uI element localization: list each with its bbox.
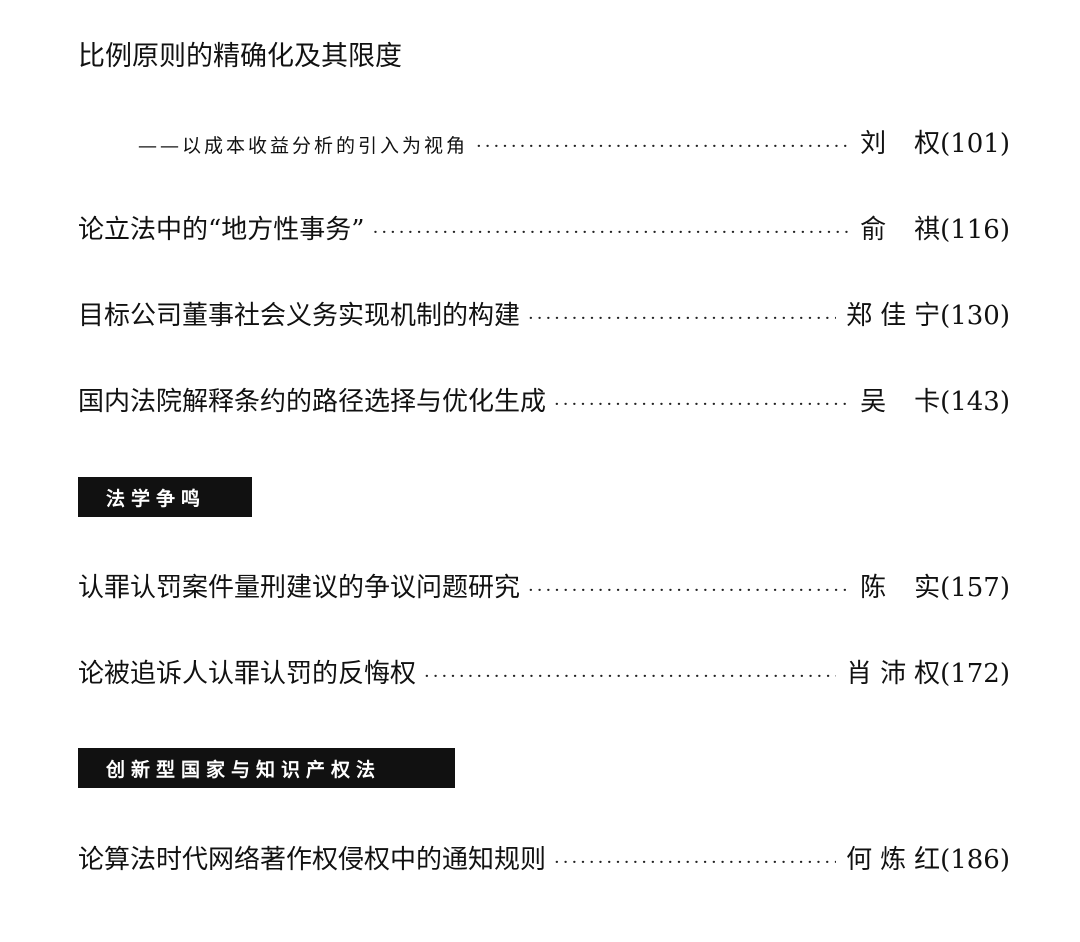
toc-entry: 认罪认罚案件量刑建议的争议问题研究 ······················… <box>78 571 1010 608</box>
toc-entry-page: (186) <box>940 845 1010 875</box>
toc-entry-title: 认罪认罚案件量刑建议的争议问题研究 <box>78 573 521 603</box>
toc-entry-title: 论被追诉人认罪认罚的反悔权 <box>78 659 417 689</box>
toc-entry-title: 目标公司董事社会义务实现机制的构建 <box>78 301 521 331</box>
toc-entry-author: 刘权 <box>860 129 969 159</box>
toc-entry-page: (101) <box>940 129 1010 159</box>
toc-entry-author: 郑佳宁 <box>846 301 949 331</box>
section-banner: 创新型国家与知识产权法 <box>78 748 455 788</box>
leader-dots: ········································… <box>372 222 850 243</box>
leader-dots: ········································… <box>528 308 836 329</box>
toc-entry-title: 比例原则的精确化及其限度 <box>78 41 402 72</box>
toc-entry-page: (130) <box>940 301 1010 331</box>
toc-entry-author: 何炼红 <box>846 845 949 875</box>
toc-entry-page: (143) <box>940 387 1010 417</box>
toc-entry-page: (116) <box>940 215 1010 245</box>
toc-entry-subtitle: ——以成本收益分析的引入为视角 <box>138 135 469 157</box>
toc-entry-title: 论算法时代网络著作权侵权中的通知规则 <box>78 845 547 875</box>
toc-entry: 国内法院解释条约的路径选择与优化生成 ·····················… <box>78 385 1010 422</box>
toc-entry-page: (157) <box>940 573 1010 603</box>
leader-dots: ········································… <box>554 852 837 873</box>
toc-entry: 论算法时代网络著作权侵权中的通知规则 ·····················… <box>78 843 1010 880</box>
leader-dots: ········································… <box>554 394 851 415</box>
toc-entry: 论立法中的“地方性事务” ···························… <box>78 213 1010 250</box>
toc-entry-author: 吴卡 <box>860 387 969 417</box>
toc-entry-author: 陈实 <box>860 573 969 603</box>
toc-entry: ——以成本收益分析的引入为视角 ························… <box>138 127 1010 164</box>
section-banner: 法学争鸣 <box>78 477 252 517</box>
toc-entry-page: (172) <box>940 659 1010 689</box>
toc-entry: 目标公司董事社会义务实现机制的构建 ······················… <box>78 299 1010 336</box>
toc-entry-author: 俞祺 <box>860 215 969 245</box>
leader-dots: ········································… <box>476 136 851 157</box>
toc-entry-title: 国内法院解释条约的路径选择与优化生成 <box>78 387 547 417</box>
toc-entry-title: 论立法中的“地方性事务” <box>78 215 365 245</box>
leader-dots: ········································… <box>528 580 851 601</box>
toc-entry: 论被追诉人认罪认罚的反悔权 ··························… <box>78 657 1010 694</box>
toc-entry-author: 肖沛权 <box>846 659 949 689</box>
leader-dots: ········································… <box>424 666 836 687</box>
